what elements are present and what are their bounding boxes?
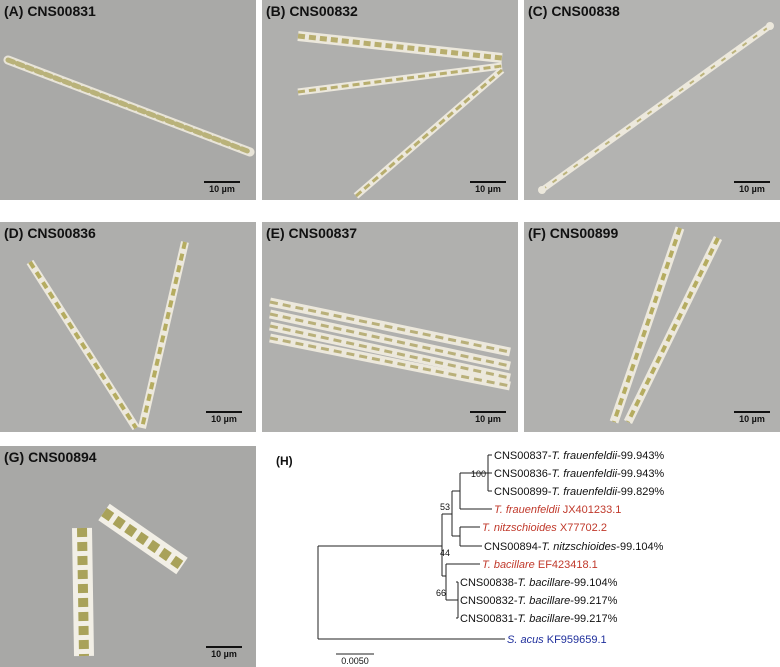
micrograph-panel-b: (B) CNS00832 10 µm: [262, 0, 518, 200]
diatom-cells-e: [269, 297, 511, 391]
panel-label-e: (E) CNS00837: [266, 225, 358, 241]
scale-bar-d: 10 µm: [206, 411, 242, 424]
micrograph-panel-c: (C) CNS00838 10 µm: [524, 0, 780, 200]
bootstrap-value: 66: [436, 588, 446, 598]
tree-leaf-label: S. acus KF959659.1: [507, 634, 607, 646]
tree-leaf-label: T. nitzschioides X77702.2: [482, 522, 607, 534]
panel-label-a: (A) CNS00831: [4, 3, 96, 19]
panel-label-g: (G) CNS00894: [4, 449, 97, 465]
panel-label-d: (D) CNS00836: [4, 225, 96, 241]
tree-leaf-label: CNS00838-T. bacillare-99.104%: [460, 577, 618, 589]
diatom-cells-b: [297, 31, 505, 199]
panel-label-c: (C) CNS00838: [528, 3, 620, 19]
bootstrap-value: 53: [440, 502, 450, 512]
scale-bar-e: 10 µm: [470, 411, 506, 424]
tree-leaf-label: T. bacillare EF423418.1: [482, 559, 598, 571]
micrograph-panel-e: (E) CNS00837 10 µm: [262, 222, 518, 432]
scale-bar-a: 10 µm: [204, 181, 240, 194]
tree-leaf-label: CNS00899-T. frauenfeldii-99.829%: [494, 486, 664, 498]
tree-leaf-label: CNS00837-T. frauenfeldii-99.943%: [494, 450, 664, 462]
phylogenetic-tree: CNS00837-T. frauenfeldii-99.943% CNS00836…: [317, 450, 664, 666]
panel-label-f: (F) CNS00899: [528, 225, 619, 241]
scale-bar-c: 10 µm: [734, 181, 770, 194]
scale-bar-g: 10 µm: [206, 646, 242, 659]
diatom-cells-d: [26, 241, 189, 431]
diatom-cells-g: [72, 503, 188, 657]
micrograph-panel-d: (D) CNS00836 10 µm: [0, 222, 256, 432]
scale-bar-b: 10 µm: [470, 181, 506, 194]
tree-leaf-label: CNS00836-T. frauenfeldii-99.943%: [494, 468, 664, 480]
micrograph-panel-g: (G) CNS00894 10 µm: [0, 446, 256, 667]
bootstrap-value: 100: [471, 469, 486, 479]
tree-scale-label: 0.0050: [341, 656, 369, 666]
diatom-cells-f: [609, 226, 723, 424]
tree-leaf-label: CNS00831-T. bacillare-99.217%: [460, 613, 618, 625]
micrograph-panel-a: (A) CNS00831 10 µm: [0, 0, 256, 200]
panel-label-b: (B) CNS00832: [266, 3, 358, 19]
diatom-cell-c: [538, 22, 774, 194]
tree-leaf-label: CNS00832-T. bacillare-99.217%: [460, 595, 618, 607]
micrograph-panel-f: (F) CNS00899 10 µm: [524, 222, 780, 432]
tree-leaf-label: CNS00894-T. nitzschioides-99.104%: [484, 541, 664, 553]
tree-leaf-label: T. frauenfeldii JX401233.1: [494, 504, 621, 516]
panel-label-h: (H): [276, 454, 293, 468]
scale-bar-f: 10 µm: [734, 411, 770, 424]
bootstrap-value: 44: [440, 548, 450, 558]
diatom-cell-a: [3, 55, 255, 157]
